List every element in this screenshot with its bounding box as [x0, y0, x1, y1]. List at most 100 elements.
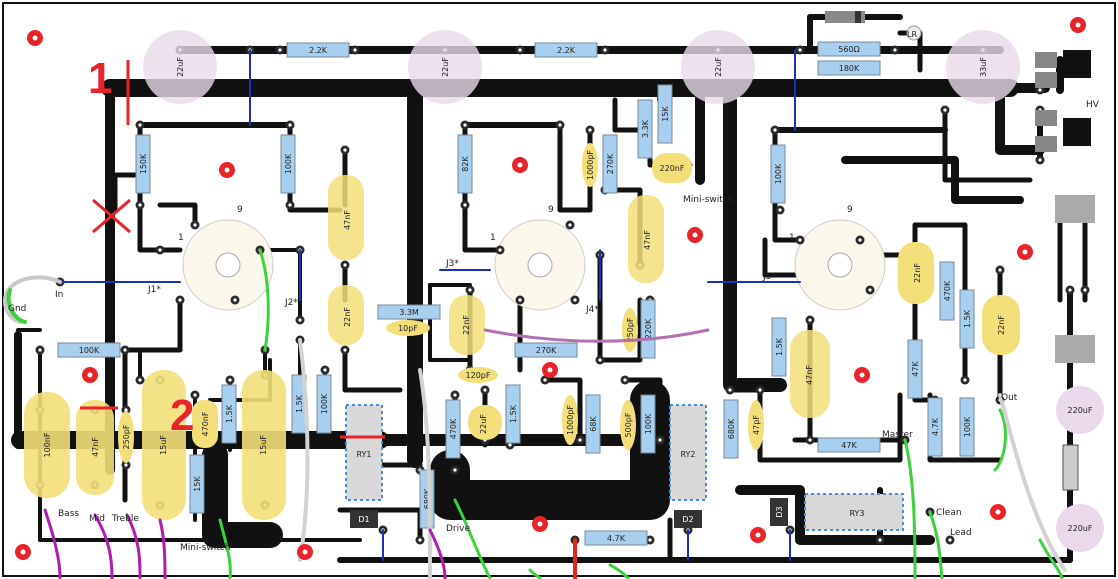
- pad: [575, 435, 585, 445]
- svg-text:220nF: 220nF: [660, 164, 685, 173]
- pad: [865, 285, 875, 295]
- label-bass: Bass: [58, 509, 79, 519]
- label-j2: J2*: [284, 298, 298, 308]
- label-lead: Lead: [950, 528, 972, 538]
- svg-text:4.7K: 4.7K: [931, 417, 940, 436]
- svg-text:15uF: 15uF: [259, 435, 268, 455]
- pad: [320, 365, 330, 375]
- cap-15uf-b: 15uF: [242, 370, 286, 520]
- cap-47pf: 47pF: [748, 400, 764, 450]
- svg-text:100K: 100K: [284, 153, 293, 174]
- pad: [120, 345, 130, 355]
- label-pin9-v1: 9: [237, 205, 243, 215]
- jumper-wires: [3, 49, 1067, 579]
- label-treble: Treble: [111, 514, 139, 524]
- mounting-hole-center: [537, 521, 543, 527]
- pad: [805, 435, 815, 445]
- svg-text:15K: 15K: [193, 476, 202, 492]
- pad: [725, 385, 735, 395]
- mounting-hole-center: [32, 35, 38, 41]
- cap-22nf-a: 22nF: [328, 285, 364, 345]
- mounting-hole-center: [755, 532, 761, 538]
- cap-500pf: 500pF: [620, 400, 636, 450]
- svg-text:470K: 470K: [943, 280, 952, 301]
- svg-text:1000pF: 1000pF: [566, 405, 575, 435]
- svg-text:22nF: 22nF: [343, 307, 352, 327]
- svg-text:22uF: 22uF: [441, 57, 450, 77]
- tube-socket-v3: [794, 219, 886, 311]
- svg-text:560Ω: 560Ω: [838, 45, 859, 54]
- svg-text:68K: 68K: [589, 416, 598, 432]
- svg-text:3.3M: 3.3M: [399, 308, 419, 317]
- cap-47nf-a: 47nF: [328, 175, 364, 260]
- mounting-hole-center: [20, 549, 26, 555]
- diode-d1: D1: [350, 510, 378, 528]
- svg-text:10pF: 10pF: [398, 324, 418, 333]
- label-out: Out: [1001, 393, 1018, 403]
- svg-text:RY1: RY1: [356, 450, 371, 459]
- tube-socket-v1: [182, 219, 274, 311]
- pad: [135, 120, 145, 130]
- label-in: In: [55, 290, 63, 300]
- svg-text:22uF: 22uF: [479, 414, 488, 434]
- pad: [600, 45, 610, 55]
- svg-text:47K: 47K: [841, 441, 857, 450]
- label-drive: Drive: [446, 524, 470, 534]
- relay-ry2: RY2: [669, 404, 707, 501]
- svg-text:250pF: 250pF: [626, 317, 635, 342]
- res-180k: 180K: [817, 60, 881, 76]
- cap-1000pf-b: 1000pF: [562, 395, 578, 445]
- res-100k-e: 100K: [640, 394, 656, 454]
- pad: [1065, 285, 1075, 295]
- mounting-hole-center: [302, 549, 308, 555]
- svg-text:100K: 100K: [644, 413, 653, 434]
- svg-text:1.5K: 1.5K: [775, 337, 784, 356]
- cap-22nf-c: 22nF: [898, 242, 934, 304]
- cap-47nf-b: 47nF: [628, 195, 664, 283]
- res-100k-b: 100K: [770, 144, 786, 204]
- marker-2: 2: [170, 391, 194, 440]
- svg-text:22uF: 22uF: [714, 57, 723, 77]
- label-pin1-v3: 1: [789, 233, 795, 243]
- cap-470nf: 470nF: [192, 400, 218, 448]
- pad: [155, 245, 165, 255]
- cap-120pf: 120pF: [458, 367, 498, 383]
- svg-text:100K: 100K: [963, 416, 972, 437]
- svg-text:180K: 180K: [839, 64, 860, 73]
- pad: [620, 375, 630, 385]
- label-pin1-v1: 1: [178, 233, 184, 243]
- pad: [960, 375, 970, 385]
- label-j1: J1*: [147, 285, 161, 295]
- pad: [480, 385, 490, 395]
- pad: [595, 355, 605, 365]
- pad: [340, 145, 350, 155]
- res-270k-a: 270K: [602, 134, 618, 194]
- cap-47nf-d: 47nF: [76, 400, 114, 495]
- tube-socket-v2: [494, 219, 586, 311]
- pad: [875, 535, 885, 545]
- mounting-hole-center: [1075, 22, 1081, 28]
- cap-100nf: 100nF: [24, 392, 70, 498]
- mounting-hole-center: [224, 167, 230, 173]
- cap-22nf-b: 22nF: [449, 295, 485, 355]
- mounting-hole-center: [859, 372, 865, 378]
- pad: [555, 120, 565, 130]
- res-4k7-b: 4.7K: [584, 530, 648, 546]
- svg-text:100K: 100K: [320, 393, 329, 414]
- res-1k5-d: 1.5K: [771, 317, 787, 377]
- mounting-hole-center: [995, 509, 1001, 515]
- label-j5: J5*: [762, 272, 776, 282]
- bridge-rectifiers: [1055, 195, 1095, 491]
- svg-text:3.3K: 3.3K: [641, 119, 650, 138]
- svg-text:22nF: 22nF: [913, 263, 922, 283]
- svg-text:47nF: 47nF: [91, 437, 100, 457]
- filter-caps: 22uF 22uF 22uF 33uF 220uF 220uF: [143, 30, 1104, 552]
- cap-220nf: 220nF: [652, 153, 692, 183]
- svg-text:270K: 270K: [536, 346, 557, 355]
- label-mini-switch-a: Mini-switch: [180, 543, 230, 553]
- label-clean: Clean: [936, 508, 962, 518]
- label-j3: J3*: [445, 259, 459, 269]
- svg-text:47nF: 47nF: [343, 210, 352, 230]
- svg-text:150K: 150K: [139, 153, 148, 174]
- diode-d2: D2: [674, 510, 702, 528]
